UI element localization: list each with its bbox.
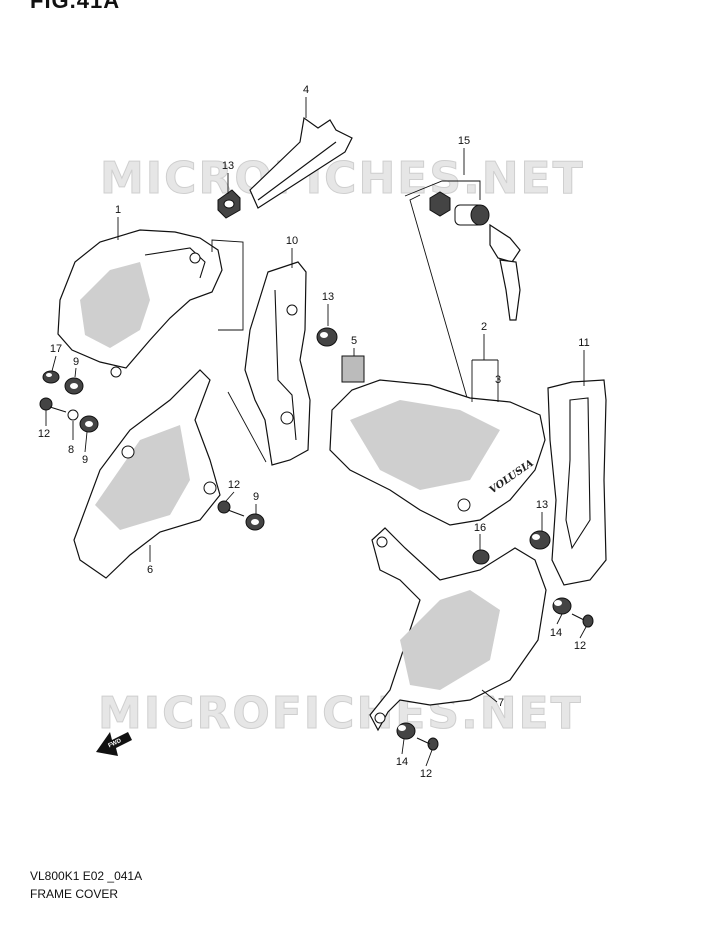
callout-13: 13 (322, 291, 334, 303)
part-13-cushion-middle (316, 327, 338, 347)
callout-14: 14 (550, 627, 562, 639)
figure-name: FRAME COVER (30, 887, 119, 901)
callout-12: 12 (38, 428, 50, 440)
callout-12: 12 (228, 479, 240, 491)
callout-9: 9 (82, 454, 88, 466)
part-13-cushion-top (217, 189, 241, 219)
callout-4: 4 (303, 84, 309, 96)
callout-12: 12 (574, 640, 586, 652)
callout-15: 15 (458, 135, 470, 147)
part-10-bracket (244, 261, 311, 466)
part-4-bracket (249, 116, 353, 209)
part-7-side-cover (369, 527, 547, 732)
callout-13: 13 (536, 499, 548, 511)
callout-11: 11 (578, 337, 589, 349)
forward-label: FWD (108, 738, 124, 749)
callout-10: 10 (286, 235, 298, 247)
callout-16: 16 (474, 522, 486, 534)
part-6-frame-cover-lower (73, 369, 221, 579)
callout-6: 6 (147, 564, 153, 576)
callout-1: 1 (115, 204, 121, 216)
part-11-side-bracket (547, 379, 607, 586)
callout-17: 17 (50, 343, 62, 355)
model-code: VL800K1 E02 _041A (30, 869, 143, 883)
callout-9: 9 (253, 491, 259, 503)
watermark-top: MICROFICHES.NET (100, 153, 585, 204)
callout-2: 2 (481, 321, 487, 333)
part-14-spacer-b (396, 722, 416, 740)
callout-13: 13 (222, 160, 234, 172)
part-9-collar-a (64, 377, 84, 395)
part-5-label (341, 355, 365, 383)
part-15-lock-set (429, 191, 521, 321)
callout-5: 5 (351, 335, 357, 347)
callout-12: 12 (420, 768, 432, 780)
part-12-bolt-c (571, 613, 594, 628)
callout-8: 8 (68, 444, 74, 456)
part-12-bolt-a (39, 397, 67, 413)
callout-3: 3 (495, 374, 501, 386)
watermark-bottom: MICROFICHES.NET (98, 688, 583, 739)
callout-9: 9 (73, 356, 79, 368)
part-1-frame-cover-front (57, 229, 223, 378)
part-16-cushion (472, 549, 490, 565)
part-12-bolt-b (217, 500, 245, 517)
figure-title: FIG.41A (30, 0, 121, 13)
forward-arrow-icon: FWD (96, 732, 132, 756)
part-8-washer (67, 409, 79, 421)
part-2-3-tank-cover: VOLUSIA (329, 379, 546, 526)
part-17-grommet (42, 370, 60, 384)
part-12-bolt-d (416, 737, 439, 751)
part-9-collar-b (79, 415, 99, 433)
part-13-cushion-right (529, 530, 551, 550)
callout-14: 14 (396, 756, 408, 768)
part-9-collar-c (245, 513, 265, 531)
callout-7: 7 (498, 697, 504, 709)
part-14-spacer-a (552, 597, 572, 615)
